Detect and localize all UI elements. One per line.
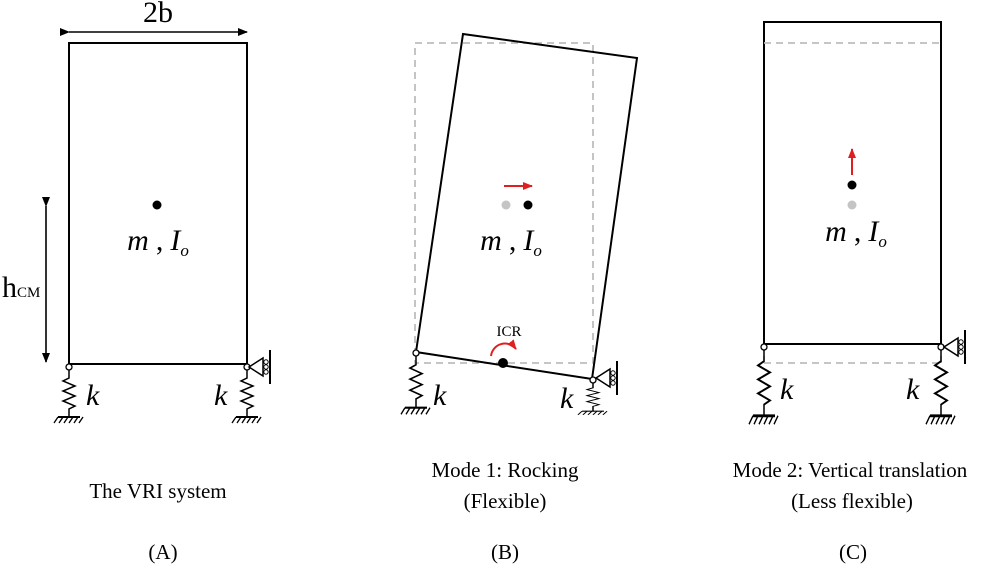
caption-c-line2: (Less flexible) xyxy=(791,489,913,513)
initial-com-point-c xyxy=(847,200,857,210)
mass-inertia-label: m,Io xyxy=(127,224,189,260)
panel-c: m,Io k k Mode 2: Vertical translation (L… xyxy=(733,21,968,564)
panel-b: m,Io ICR k k Mode 1: Rocking (Flexible) … xyxy=(399,32,639,564)
caption-b-line1: Mode 1: Rocking xyxy=(432,458,579,482)
right-spring-c-icon xyxy=(924,348,957,426)
caption-c-line1: Mode 2: Vertical translation xyxy=(733,458,968,482)
left-pin-c xyxy=(760,343,768,351)
panel-tag-a: (A) xyxy=(148,540,177,564)
left-pin xyxy=(65,363,73,371)
right-spring-label-b: k xyxy=(560,382,574,415)
right-spring-b-icon xyxy=(577,382,608,416)
left-spring-label-b: k xyxy=(433,379,447,412)
left-pin-b xyxy=(412,349,420,357)
mass-inertia-label-b: m,Io xyxy=(480,224,542,260)
width-label: 2b xyxy=(143,0,173,29)
rotation-arrow xyxy=(490,339,517,357)
roller-support-b-icon xyxy=(595,360,618,396)
icr-point xyxy=(498,358,508,368)
panel-tag-b: (B) xyxy=(491,540,519,564)
caption-b-line2: (Flexible) xyxy=(464,489,547,513)
right-spring-label: k xyxy=(214,379,228,412)
left-spring-icon xyxy=(53,369,84,424)
caption-a: The VRI system xyxy=(89,479,226,503)
displaced-com-point xyxy=(523,200,533,210)
undeformed-outline-b xyxy=(414,42,594,364)
panel-a: 2b hCM m,Io k k The VRI system (A) xyxy=(2,0,271,564)
right-spring-icon xyxy=(231,369,262,424)
displaced-com-point-c xyxy=(847,180,857,190)
initial-com-point xyxy=(501,200,511,210)
roller-support-c-icon xyxy=(943,329,966,365)
right-spring-label-c: k xyxy=(906,373,920,406)
roller-support-icon xyxy=(248,349,271,385)
left-spring-label-c: k xyxy=(780,373,794,406)
left-spring-label: k xyxy=(86,379,100,412)
mass-inertia-label-c: m,Io xyxy=(825,215,887,251)
left-spring-c-icon xyxy=(747,348,780,426)
center-of-mass-point xyxy=(152,200,162,210)
block-a xyxy=(68,42,248,365)
height-label: hCM xyxy=(2,271,40,304)
icr-label: ICR xyxy=(496,324,521,340)
left-spring-b-icon xyxy=(399,354,432,416)
panel-tag-c: (C) xyxy=(839,540,867,564)
translated-block-c xyxy=(763,21,942,345)
